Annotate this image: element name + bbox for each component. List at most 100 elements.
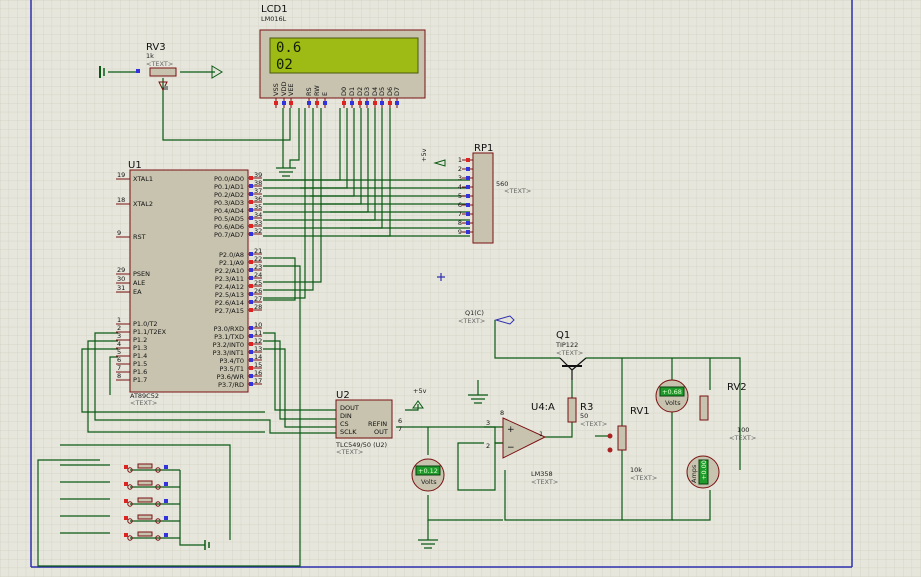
lcd-ref: LCD1	[261, 4, 288, 15]
mcu-pin-p3-2-int0: P3.2/INT0	[213, 341, 244, 349]
mcu-part: AT89C52	[130, 392, 159, 400]
transistor-q1[interactable]	[559, 357, 587, 380]
button-contact	[155, 535, 161, 541]
rp1-pin-6: 6	[458, 201, 462, 209]
mcu-pin-num: 32	[254, 227, 262, 235]
meter-3-reading: +0.00	[700, 460, 708, 480]
lcd-pin-d6: D6	[386, 87, 394, 96]
pin-marker	[124, 533, 128, 537]
probe-text: <TEXT>	[458, 317, 485, 325]
button-contact	[127, 484, 133, 490]
voltmeter-adc-ref[interactable]: +0.12 Volts	[411, 458, 445, 492]
lcd-pin-d5: D5	[378, 87, 386, 96]
opamp-pin-out: 1	[539, 430, 543, 438]
mcu-pin-num: 34	[254, 211, 262, 219]
rp1-pin-4: 4	[458, 183, 462, 191]
mcu-text: <TEXT>	[130, 399, 157, 407]
lcd-pin-e: E	[321, 92, 329, 96]
mcu-pin-num: 29	[117, 266, 125, 274]
voltage-probe[interactable]	[494, 315, 515, 325]
button-contact	[127, 535, 133, 541]
mcu-pin-num: 31	[117, 284, 125, 292]
pin-marker	[164, 482, 168, 486]
adc-pin-din: DIN	[340, 412, 352, 420]
button-cap	[137, 497, 153, 503]
adc-tlc549[interactable]: DOUT DIN CS SCLK REFIN OUT 6 7	[335, 399, 424, 439]
adc-pin-sclk: SCLK	[340, 428, 357, 436]
mcu-pin-p2-3-a11: P2.3/A11	[215, 275, 244, 283]
rv1-potentiometer[interactable]	[607, 425, 627, 453]
pin-marker	[249, 308, 253, 312]
button-contact	[155, 484, 161, 490]
mcu-pin-num: 11	[254, 329, 262, 337]
rp1-pin-8: 8	[458, 219, 462, 227]
mcu-pin-p0-3-ad3: P0.3/AD3	[214, 199, 244, 207]
rv2-text: <TEXT>	[729, 434, 756, 442]
lcd-pin-rs: RS	[305, 87, 313, 96]
button-contact	[127, 518, 133, 524]
pin-marker	[249, 382, 253, 386]
rv2-ref: RV2	[727, 382, 747, 393]
mcu-pin-xtal1: XTAL1	[133, 175, 153, 183]
mcu-pin-num: 10	[254, 321, 262, 329]
rp1-value: 560	[496, 180, 508, 188]
pin-marker	[124, 499, 128, 503]
mcu-pin-num: 35	[254, 203, 262, 211]
lcd-screen	[269, 37, 419, 74]
rp1-pin-7: 7	[458, 210, 462, 218]
mcu-pin-num: 22	[254, 255, 262, 263]
rv3-text: <TEXT>	[146, 60, 173, 68]
pin-marker	[249, 232, 253, 236]
rv2-potentiometer[interactable]	[699, 395, 709, 421]
pin-marker	[466, 194, 470, 198]
mcu-pin-num: 16	[254, 369, 262, 377]
mcu-pin-num: 12	[254, 337, 262, 345]
mcu-pin-p3-5-t1: P3.5/T1	[219, 365, 244, 373]
crosshair-icon	[437, 273, 445, 281]
pin-marker	[466, 176, 470, 180]
mcu-pin-p0-1-ad1: P0.1/AD1	[214, 183, 244, 191]
rv3-potentiometer[interactable]	[99, 65, 223, 92]
lcd-pin-d0: D0	[340, 87, 348, 96]
button-cap	[137, 531, 153, 537]
pin-marker	[249, 284, 253, 288]
r3-ref: R3	[580, 402, 593, 413]
push-button[interactable]	[124, 463, 168, 473]
q1-part: TIP122	[555, 341, 578, 349]
opamp-u4a[interactable]: + − 3 2 1 8	[486, 409, 547, 459]
opamp-ref: U4:A	[531, 402, 555, 413]
opamp-part: LM358	[531, 470, 553, 478]
mcu-pin-p0-5-ad5: P0.5/AD5	[214, 215, 244, 223]
rp1-pin-3: 3	[458, 174, 462, 182]
push-buttons[interactable]	[124, 463, 168, 541]
button-contact	[127, 501, 133, 507]
probe-label: Q1(C)	[465, 309, 484, 317]
mcu-pin-p2-4-a12: P2.4/A12	[215, 283, 244, 291]
pin-marker	[289, 101, 293, 105]
pin-marker	[249, 374, 253, 378]
push-button[interactable]	[124, 531, 168, 541]
mcu-pin-num: 1	[117, 316, 121, 324]
resistor-r3[interactable]	[567, 397, 577, 423]
pin-marker	[249, 252, 253, 256]
push-button[interactable]	[124, 497, 168, 507]
voltmeter-load[interactable]: +0.68 Volts	[655, 379, 689, 413]
push-button[interactable]	[124, 480, 168, 490]
push-button[interactable]	[124, 514, 168, 524]
ammeter[interactable]: +0.00 Amps	[686, 455, 720, 489]
button-contact	[127, 467, 133, 473]
mcu-pin-num: 23	[254, 263, 262, 271]
pin-marker	[249, 184, 253, 188]
pin-marker	[249, 350, 253, 354]
adc-part: TLC549/50 (U2)	[335, 441, 387, 449]
pin-marker	[124, 482, 128, 486]
wires[interactable]	[37, 71, 741, 567]
mcu-pin-num: 21	[254, 247, 262, 255]
q1-text: <TEXT>	[556, 349, 583, 357]
mcu-pin-num: 9	[117, 229, 121, 237]
